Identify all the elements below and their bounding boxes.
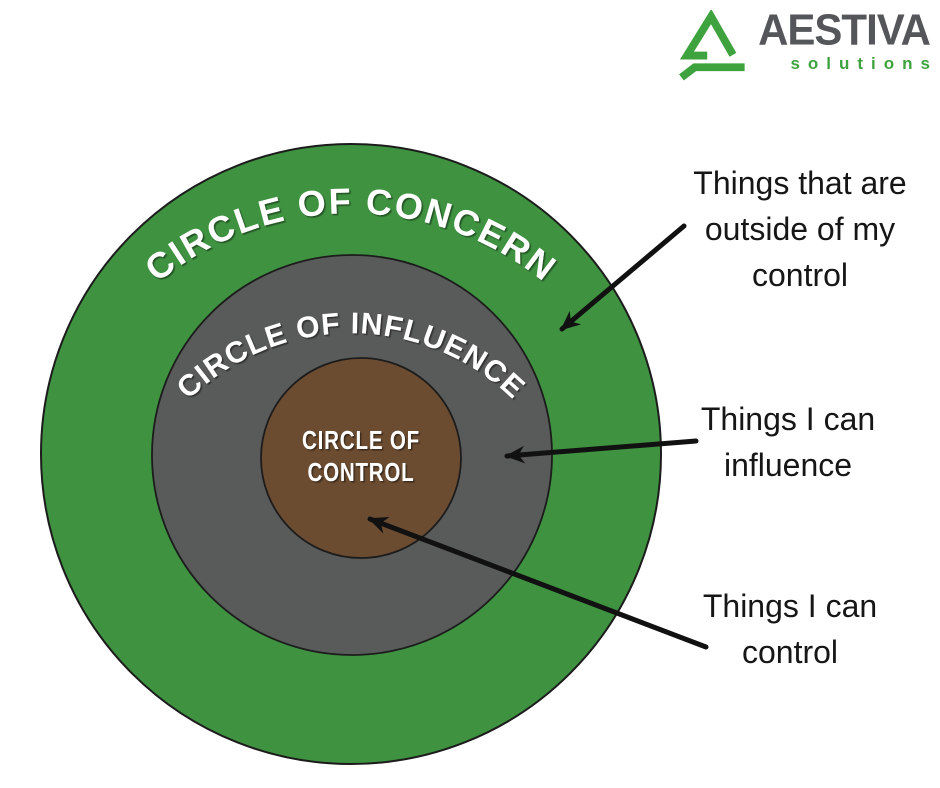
logo: AESTIVA solutions [676, 5, 931, 84]
arrow-to-influence-ring [504, 438, 699, 464]
annotation-line: control [751, 257, 849, 293]
annotation-line: Things that are [693, 165, 907, 201]
annotation-line: control [741, 634, 839, 670]
logo-text: AESTIVA solutions [758, 5, 931, 74]
arrow-to-concern-ring [559, 223, 687, 332]
annotation-line: influence [723, 447, 853, 483]
control-circle-label: CIRCLE OF CONTROL [302, 425, 420, 487]
inner-circle-control [260, 357, 462, 559]
annotation-can-control: Things I can control [640, 583, 940, 675]
annotation-line: Things I can [702, 588, 878, 624]
logo-tagline: solutions [790, 54, 938, 73]
annotation-line: Things I can [700, 401, 876, 437]
triangle-s-logo-icon [679, 10, 745, 81]
control-label-line1: CIRCLE OF [302, 425, 420, 455]
logo-mark-strokes [679, 10, 745, 81]
logo-brand-name: AESTIVA [758, 5, 931, 54]
arrow-to-control-circle [367, 516, 709, 650]
annotation-line: outside of my [704, 211, 896, 247]
annotation-outside-my-control: Things that are outside of my control [650, 160, 940, 298]
annotation-can-influence: Things I can influence [638, 396, 938, 488]
control-label-line2: CONTROL [308, 457, 415, 487]
